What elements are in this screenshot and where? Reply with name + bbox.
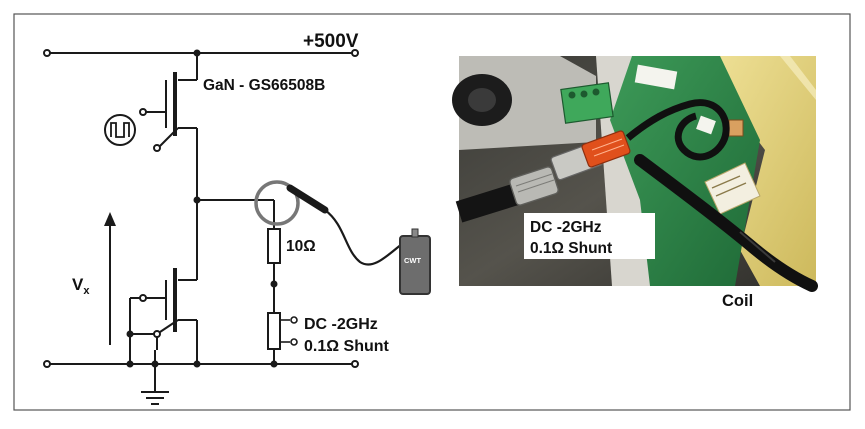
coax-cable: [455, 182, 524, 223]
vx-arrow-head: [104, 212, 116, 226]
high-side-transistor: [139, 53, 198, 200]
coil-label: Coil: [722, 292, 753, 310]
ground-symbol: [141, 364, 169, 405]
probe-head: [286, 184, 329, 214]
ground-terminal-left: [43, 360, 51, 368]
circuit-schematic: [43, 49, 431, 405]
device-part-label: GaN - GS66508B: [203, 77, 325, 94]
photo-caption-box: [524, 213, 655, 259]
resistor-10ohm: [267, 228, 281, 264]
terminal-block: [560, 82, 614, 124]
rogowski-coil: [625, 99, 730, 161]
supply-voltage-label: +500V: [303, 31, 359, 52]
ground-terminal-right: [351, 360, 359, 368]
shunt-resistor: [267, 312, 281, 350]
photo-shunt-line1: DC -2GHz: [530, 219, 602, 236]
cwt-label: CWT: [404, 256, 421, 265]
current-probe-coil: [254, 180, 300, 226]
shunt-label-line2: 0.1Ω Shunt: [304, 338, 390, 355]
supply-terminal-right: [351, 49, 359, 57]
pulse-source-icon: [104, 114, 136, 146]
yellow-coil-housing: [695, 56, 816, 286]
supply-terminal-left: [43, 49, 51, 57]
resistor-value-label: 10Ω: [286, 238, 316, 255]
cwt-integrator-box: [399, 235, 431, 295]
photo-shunt-line2: 0.1Ω Shunt: [530, 240, 612, 257]
shunt-label-line1: DC -2GHz: [304, 316, 378, 333]
vx-label: Vx: [72, 275, 90, 297]
low-side-transistor: [126, 200, 198, 364]
probe-cable: [324, 209, 411, 266]
probe-cable-photo: [634, 154, 818, 292]
pulse-waveform-icon: [110, 122, 130, 138]
